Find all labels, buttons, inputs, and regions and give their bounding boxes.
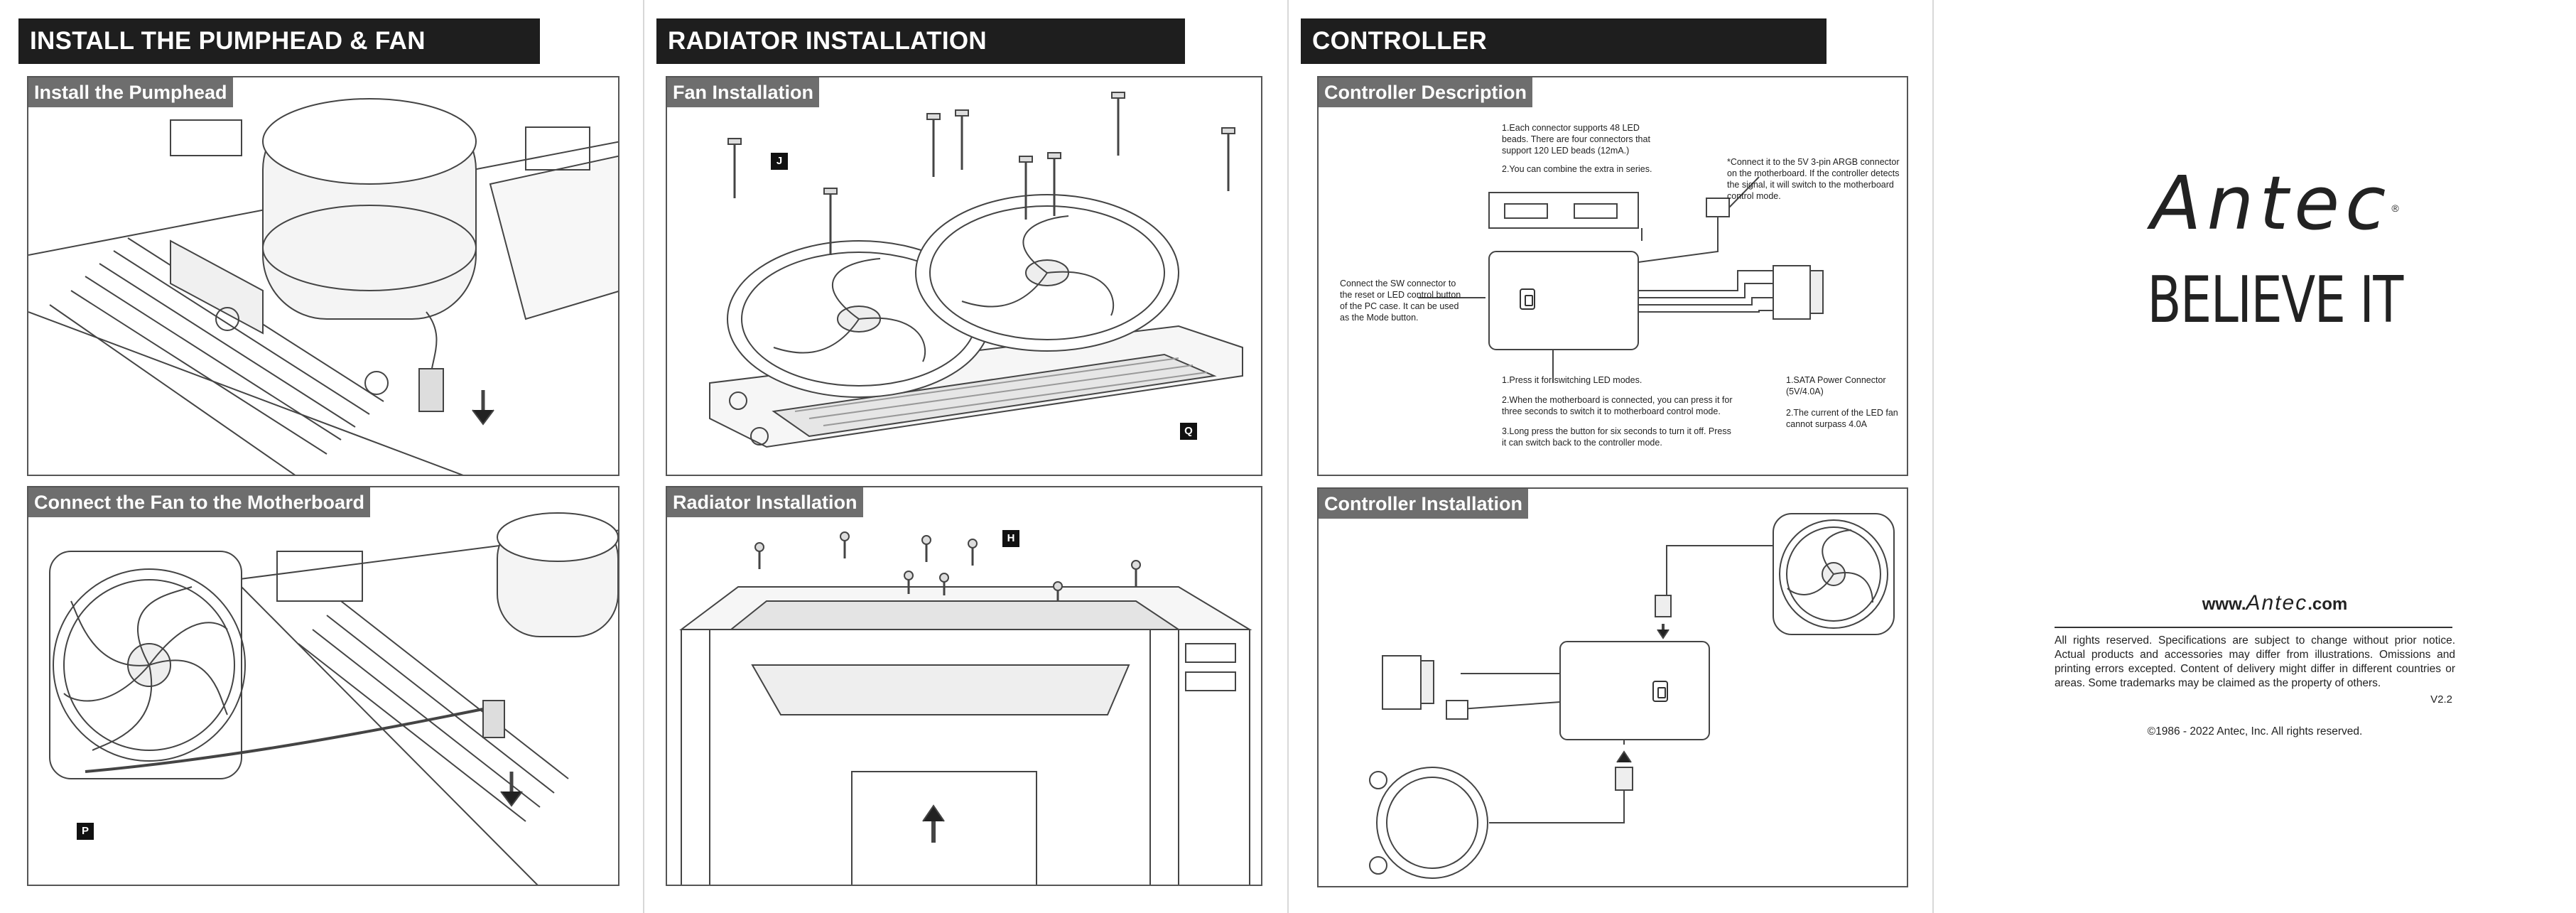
website-prefix: www. — [2202, 595, 2246, 614]
panel-label: Controller Description — [1319, 77, 1533, 107]
controller-diagram — [1418, 176, 1824, 383]
disclaimer: All rights reserved. Specifications are … — [2055, 634, 2455, 689]
panel-install-pumphead: Install the Pumphead — [27, 76, 619, 476]
section-header-controller: CONTROLLER — [1301, 18, 1827, 64]
note-button-1: 1.Press it for switching LED modes. — [1502, 375, 1643, 385]
note-sata-power: 1.SATA Power Connector (5V/4.0A) — [1786, 375, 1886, 396]
mode-button-icon — [1520, 288, 1535, 310]
fold-divider — [1932, 0, 1934, 913]
radiator-case-illustration — [679, 531, 1252, 885]
website: www.Antec.com — [2104, 591, 2445, 615]
website-suffix: .com — [2307, 595, 2348, 614]
column-controller: CONTROLLER Controller Description 1.Each… — [1289, 0, 1932, 913]
panel-label: Connect the Fan to the Motherboard — [28, 487, 370, 517]
panel-label: Controller Installation — [1319, 489, 1529, 519]
note-button-3: 3.Long press the button for six seconds … — [1502, 426, 1731, 448]
fold-divider — [643, 0, 644, 913]
column-radiator: RADIATOR INSTALLATION Fan Installation — [644, 0, 1287, 913]
fan-motherboard-illustration — [49, 512, 618, 885]
fold-divider — [1287, 0, 1289, 913]
disclaimer-divider — [2055, 627, 2452, 628]
mode-button-icon — [1652, 681, 1668, 702]
part-tag-h: H — [1002, 530, 1019, 547]
brand-wordmark: Antec — [2150, 160, 2392, 247]
version: V2.2 — [2430, 693, 2452, 706]
note-fan-current: 2.The current of the LED fan cannot surp… — [1786, 408, 1898, 429]
note-combine-extra: 2.You can combine the extra in series. — [1502, 164, 1652, 174]
copyright: ©1986 - 2022 Antec, Inc. All rights rese… — [2147, 725, 2363, 738]
slogan: BELIEVE IT — [2147, 263, 2403, 337]
fan-installation-illustration — [709, 92, 1243, 448]
panel-label: Install the Pumphead — [28, 77, 233, 107]
website-brand: Antec — [2246, 591, 2308, 615]
section-header-radiator: RADIATOR INSTALLATION — [656, 18, 1185, 64]
panel-controller-description: Controller Description 1.Each connector … — [1317, 76, 1908, 476]
column-pumphead: INSTALL THE PUMPHEAD & FAN Install the P… — [0, 0, 643, 913]
column-cover: Antec® BELIEVE IT www.Antec.com All righ… — [1934, 0, 2576, 913]
note-button-2: 2.When the motherboard is connected, you… — [1502, 395, 1733, 416]
panel-label: Radiator Installation — [667, 487, 863, 517]
note-led-connectors: 1.Each connector supports 48 LED beads. … — [1502, 123, 1650, 156]
controller-install-diagram — [1369, 513, 1895, 879]
note-sw-connector: Connect the SW connector to the reset or… — [1340, 279, 1461, 323]
part-tag-j: J — [771, 153, 788, 170]
panel-radiator-installation: Radiator Installation H — [666, 486, 1262, 886]
section-header-pumphead: INSTALL THE PUMPHEAD & FAN — [18, 18, 540, 64]
registered-mark: ® — [2391, 202, 2399, 214]
pumphead-illustration — [28, 98, 618, 475]
panel-controller-installation: Controller Installation — [1317, 487, 1908, 887]
panel-connect-fan: Connect the Fan to the Motherboard P — [27, 486, 619, 886]
panel-fan-installation: Fan Installation J Q — [666, 76, 1262, 476]
part-tag-q: Q — [1180, 423, 1197, 440]
brand-logo: Antec® — [2104, 160, 2445, 247]
panel-label: Fan Installation — [667, 77, 820, 107]
note-argb-connector: *Connect it to the 5V 3-pin ARGB connect… — [1727, 157, 1900, 201]
part-tag-p: P — [77, 823, 94, 840]
